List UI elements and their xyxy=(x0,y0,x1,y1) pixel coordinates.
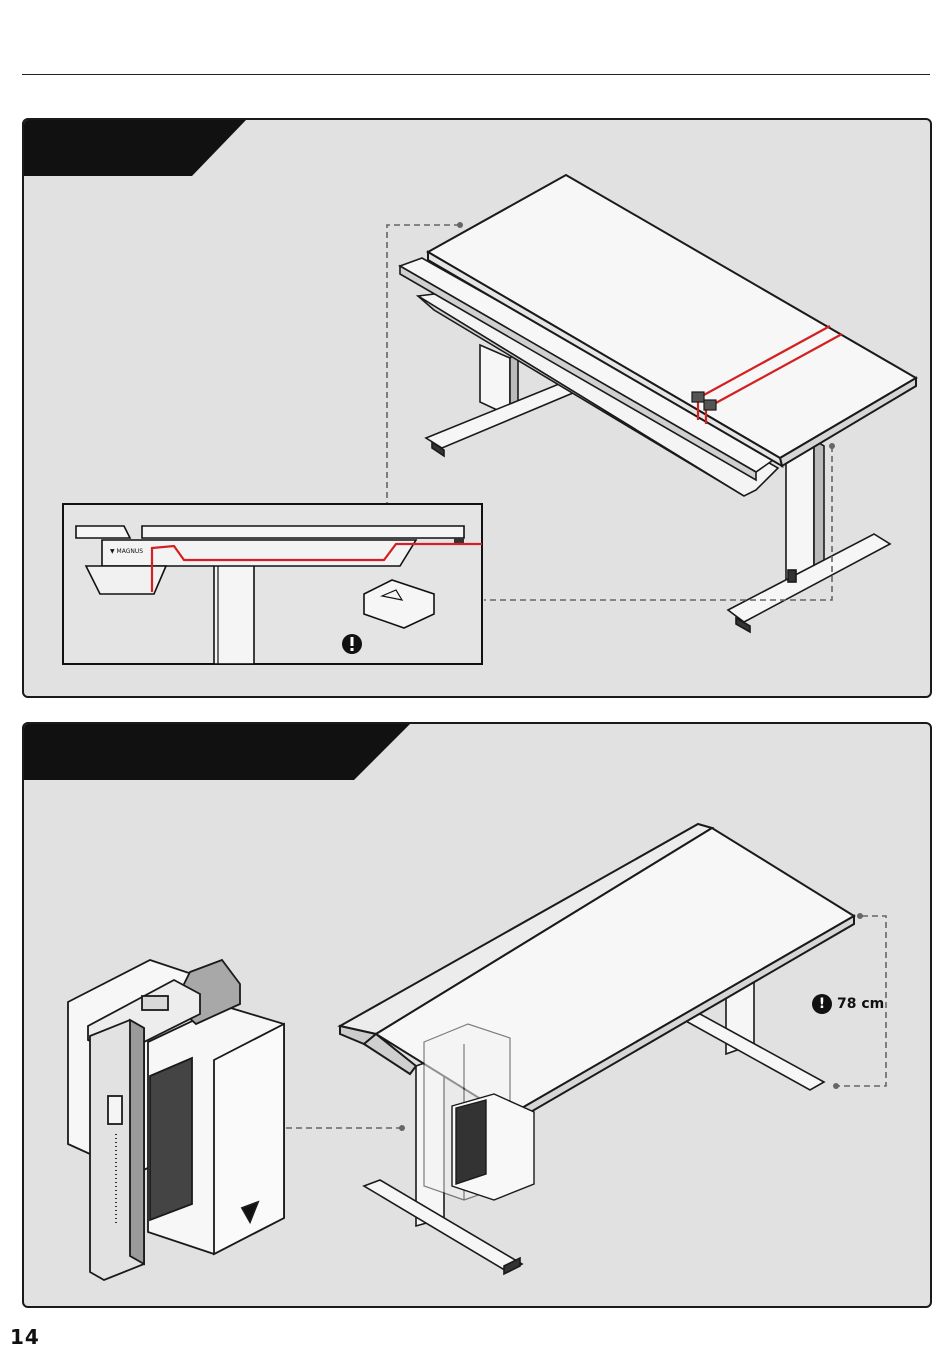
warning-icon: ! xyxy=(812,994,832,1014)
warning-icon xyxy=(342,634,362,654)
pc-holder xyxy=(68,960,284,1280)
pc-holder-illustration xyxy=(24,724,930,1306)
step-panel-pc-holder: ! 78 cm xyxy=(22,722,932,1308)
step-header-tab xyxy=(24,724,410,780)
height-label: 78 cm xyxy=(837,996,884,1012)
detail-inset: ▼ MAGNUS xyxy=(63,504,482,664)
page-number: 14 xyxy=(10,1325,40,1349)
pc-case-small xyxy=(452,1094,534,1200)
top-rule xyxy=(22,74,930,75)
height-measurement: ! 78 cm xyxy=(812,994,884,1014)
svg-text:▼ MAGNUS: ▼ MAGNUS xyxy=(110,548,143,555)
step-header-tab xyxy=(24,120,246,176)
step-panel-cable-management: ▼ MAGNUS xyxy=(22,118,932,698)
cable-management-illustration: ▼ MAGNUS xyxy=(24,120,930,696)
